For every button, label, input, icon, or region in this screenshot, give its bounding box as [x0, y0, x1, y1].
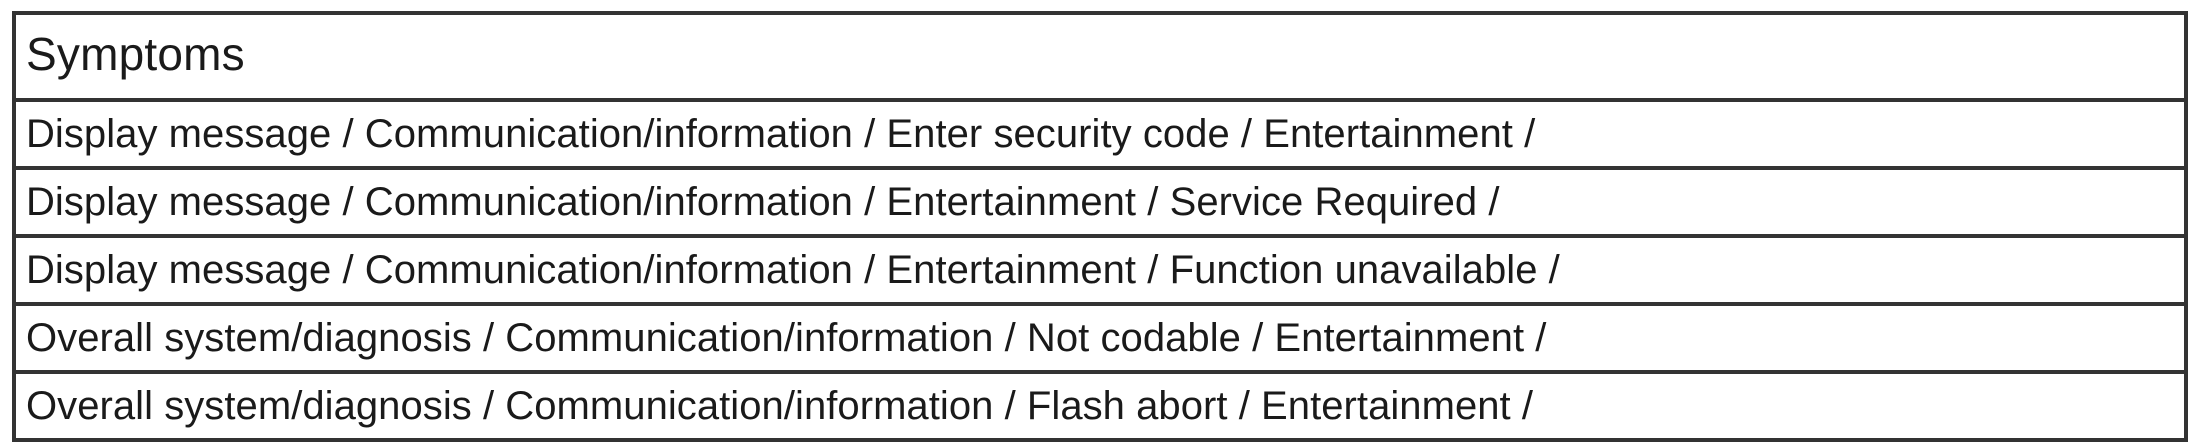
symptom-cell-2: Display message / Communication/informat…	[12, 166, 2188, 238]
symptom-cell-1: Display message / Communication/informat…	[12, 98, 2188, 170]
table-row: Overall system/diagnosis / Communication…	[12, 302, 2188, 374]
symptom-cell-4: Overall system/diagnosis / Communication…	[12, 302, 2188, 374]
symptom-cell-5: Overall system/diagnosis / Communication…	[12, 370, 2188, 442]
symptoms-table: Symptoms Display message / Communication…	[12, 11, 2188, 442]
table-header-row: Symptoms	[12, 11, 2188, 102]
symptom-cell-3: Display message / Communication/informat…	[12, 234, 2188, 306]
table-row: Overall system/diagnosis / Communication…	[12, 370, 2188, 442]
column-header-symptoms: Symptoms	[12, 11, 2188, 102]
symptoms-table-container: Symptoms Display message / Communication…	[12, 11, 2188, 442]
table-row: Display message / Communication/informat…	[12, 166, 2188, 238]
table-row: Display message / Communication/informat…	[12, 98, 2188, 170]
table-body: Display message / Communication/informat…	[12, 98, 2188, 442]
table-header: Symptoms	[12, 11, 2188, 102]
table-row: Display message / Communication/informat…	[12, 234, 2188, 306]
